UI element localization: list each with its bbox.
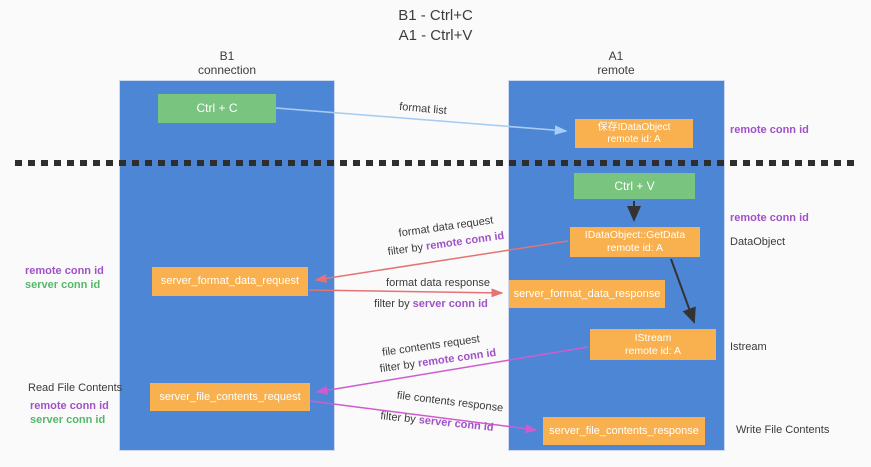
server-format-data-response-box: server_format_data_response bbox=[509, 280, 665, 308]
istream-side-label: Istream bbox=[730, 341, 767, 353]
column-header-b1: B1 connection bbox=[147, 49, 307, 77]
server-conn-id-label: server conn id bbox=[30, 414, 106, 426]
left-conn-id-group-1: remote conn id server conn id bbox=[25, 264, 104, 292]
read-file-contents-label: Read File Contents bbox=[28, 382, 123, 394]
getdata-line1: IDataObject::GetData bbox=[584, 229, 686, 241]
save-idataobject-line1: 保存IDataObject bbox=[597, 121, 671, 133]
column-a1-name: A1 bbox=[608, 49, 624, 63]
filter-by-prefix: filter by bbox=[387, 240, 427, 259]
file-request-label: server_file_contents_request bbox=[159, 390, 301, 403]
ctrl-c-label: Ctrl + C bbox=[196, 101, 238, 115]
server-conn-id-label: server conn id bbox=[412, 298, 488, 310]
write-file-contents-label: Write File Contents bbox=[736, 424, 830, 436]
save-idataobject-line2: remote id: A bbox=[607, 133, 661, 145]
title-line-1: B1 - Ctrl+C bbox=[398, 7, 473, 24]
remote-conn-id-label: remote conn id bbox=[730, 212, 809, 224]
column-header-a1: A1 remote bbox=[536, 49, 696, 77]
ctrl-c-keypress-box: Ctrl + C bbox=[158, 94, 276, 123]
remote-conn-id-label: remote conn id bbox=[730, 124, 809, 136]
copy-paste-separator-line bbox=[15, 160, 857, 166]
server-file-contents-request-box: server_file_contents_request bbox=[150, 383, 310, 411]
format-data-response-flow-label: format data response bbox=[386, 277, 490, 289]
file-response-filter-label: filter by server conn id bbox=[380, 410, 494, 434]
format-request-label: server_format_data_request bbox=[160, 275, 300, 287]
left-conn-id-group-2: remote conn id server conn id bbox=[30, 399, 109, 427]
ctrl-v-keypress-box: Ctrl + V bbox=[574, 173, 695, 199]
getdata-line2: remote id: A bbox=[606, 242, 664, 254]
idataobject-getdata-box: IDataObject::GetData remote id: A bbox=[570, 227, 700, 257]
save-idataobject-box: 保存IDataObject remote id: A bbox=[575, 119, 693, 148]
dataobject-label: DataObject bbox=[730, 236, 786, 248]
filter-by-prefix: filter by bbox=[379, 357, 419, 376]
remote-conn-id-label: remote conn id bbox=[30, 400, 109, 412]
diagram-title: B1 - Ctrl+C A1 - Ctrl+V bbox=[0, 6, 871, 46]
filter-by-prefix: filter by bbox=[379, 410, 420, 427]
title-line-2: A1 - Ctrl+V bbox=[398, 27, 473, 44]
istream-line2: remote id: A bbox=[624, 344, 682, 357]
ctrl-v-label: Ctrl + V bbox=[614, 178, 655, 193]
server-conn-id-label: server conn id bbox=[418, 414, 495, 434]
remote-conn-id-label: remote conn id bbox=[25, 265, 104, 277]
file-response-label: server_file_contents_response bbox=[549, 424, 699, 437]
file-contents-response-flow-label: file contents response bbox=[396, 389, 504, 415]
istream-box: IStream remote id: A bbox=[590, 329, 716, 360]
filter-by-prefix: filter by bbox=[374, 298, 413, 310]
format-response-filter-label: filter by server conn id bbox=[374, 298, 488, 310]
column-b1-role: connection bbox=[197, 63, 257, 77]
istream-line1: IStream bbox=[634, 331, 672, 344]
format-response-label: server_format_data_response bbox=[513, 287, 661, 300]
column-a1-role: remote bbox=[597, 63, 635, 77]
format-list-flow-label: format list bbox=[398, 100, 448, 118]
server-conn-id-label: server conn id bbox=[25, 279, 101, 291]
format-response-arrow bbox=[308, 288, 504, 298]
column-b1-name: B1 bbox=[219, 49, 235, 63]
server-format-data-request-box: server_format_data_request bbox=[152, 267, 308, 296]
server-file-contents-response-box: server_file_contents_response bbox=[543, 417, 705, 445]
